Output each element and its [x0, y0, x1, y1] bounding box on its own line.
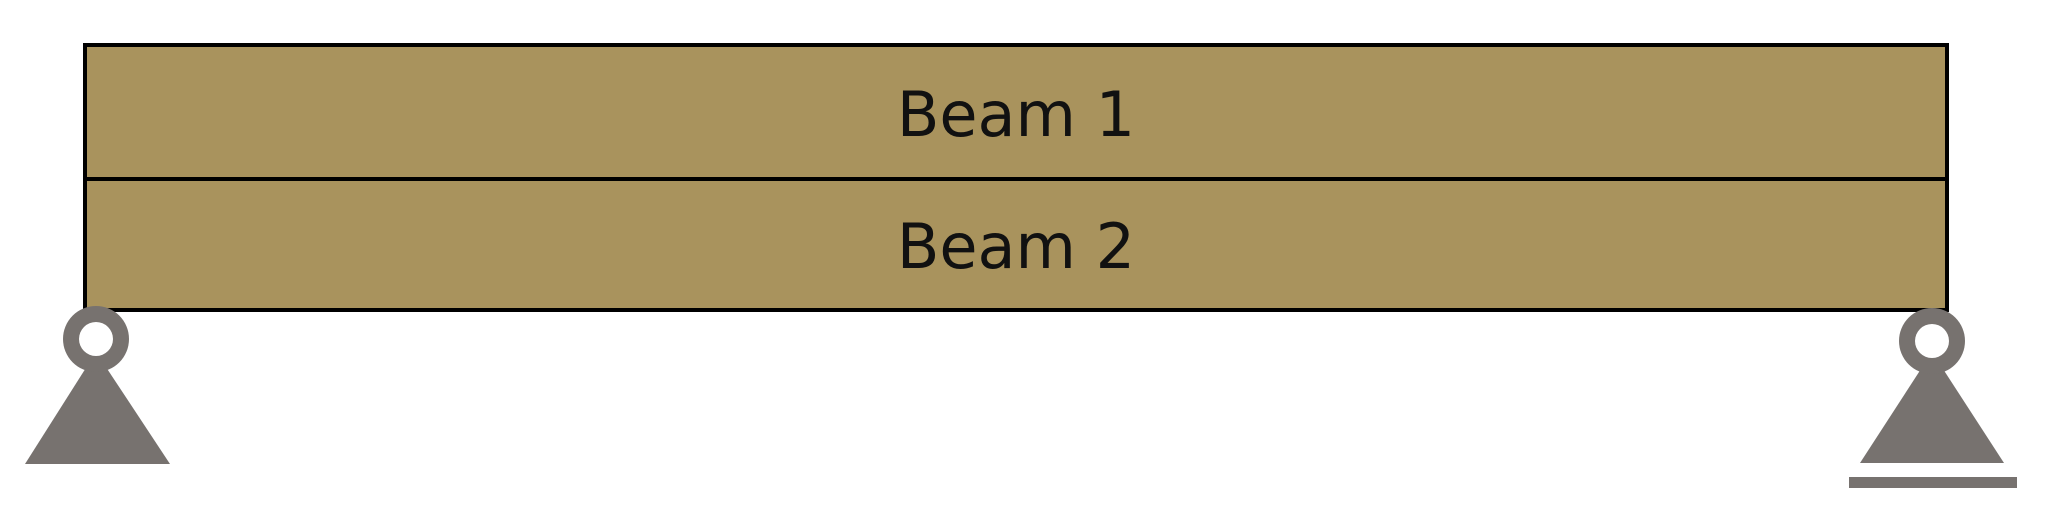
beam-2-label: Beam 2	[896, 210, 1136, 283]
roller-ground-line	[1849, 477, 2017, 488]
beam-1-label: Beam 1	[896, 77, 1136, 151]
beam-1: Beam 1	[83, 43, 1949, 181]
pin-support-icon	[25, 306, 170, 464]
roller-support-icon	[1849, 308, 2017, 488]
beam-2: Beam 2	[83, 177, 1949, 312]
